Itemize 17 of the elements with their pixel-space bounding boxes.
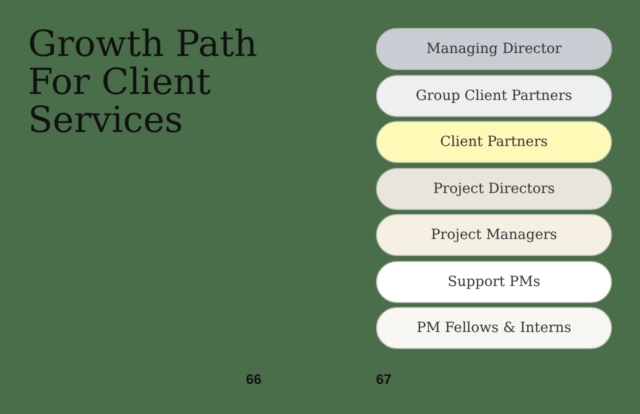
role-label: PM Fellows & Interns (416, 320, 572, 336)
role-pill (376, 260, 612, 302)
role-pill (376, 28, 612, 70)
role-pill (376, 307, 612, 349)
role-label: Group Client Partners (416, 88, 572, 104)
page-title: Growth Path For Client Services (28, 26, 258, 140)
role-label: Project Directors (433, 180, 555, 196)
role-pill (376, 214, 612, 256)
page-number: 67 (376, 371, 392, 387)
role-label: Managing Director (426, 41, 562, 57)
role-pill (376, 74, 612, 116)
role-label: Client Partners (440, 134, 548, 150)
role-label: Project Managers (430, 227, 558, 243)
role-pill (376, 168, 612, 210)
role-label: Support PMs (448, 274, 540, 290)
page-number: 66 (246, 371, 262, 387)
role-pill (376, 121, 612, 163)
